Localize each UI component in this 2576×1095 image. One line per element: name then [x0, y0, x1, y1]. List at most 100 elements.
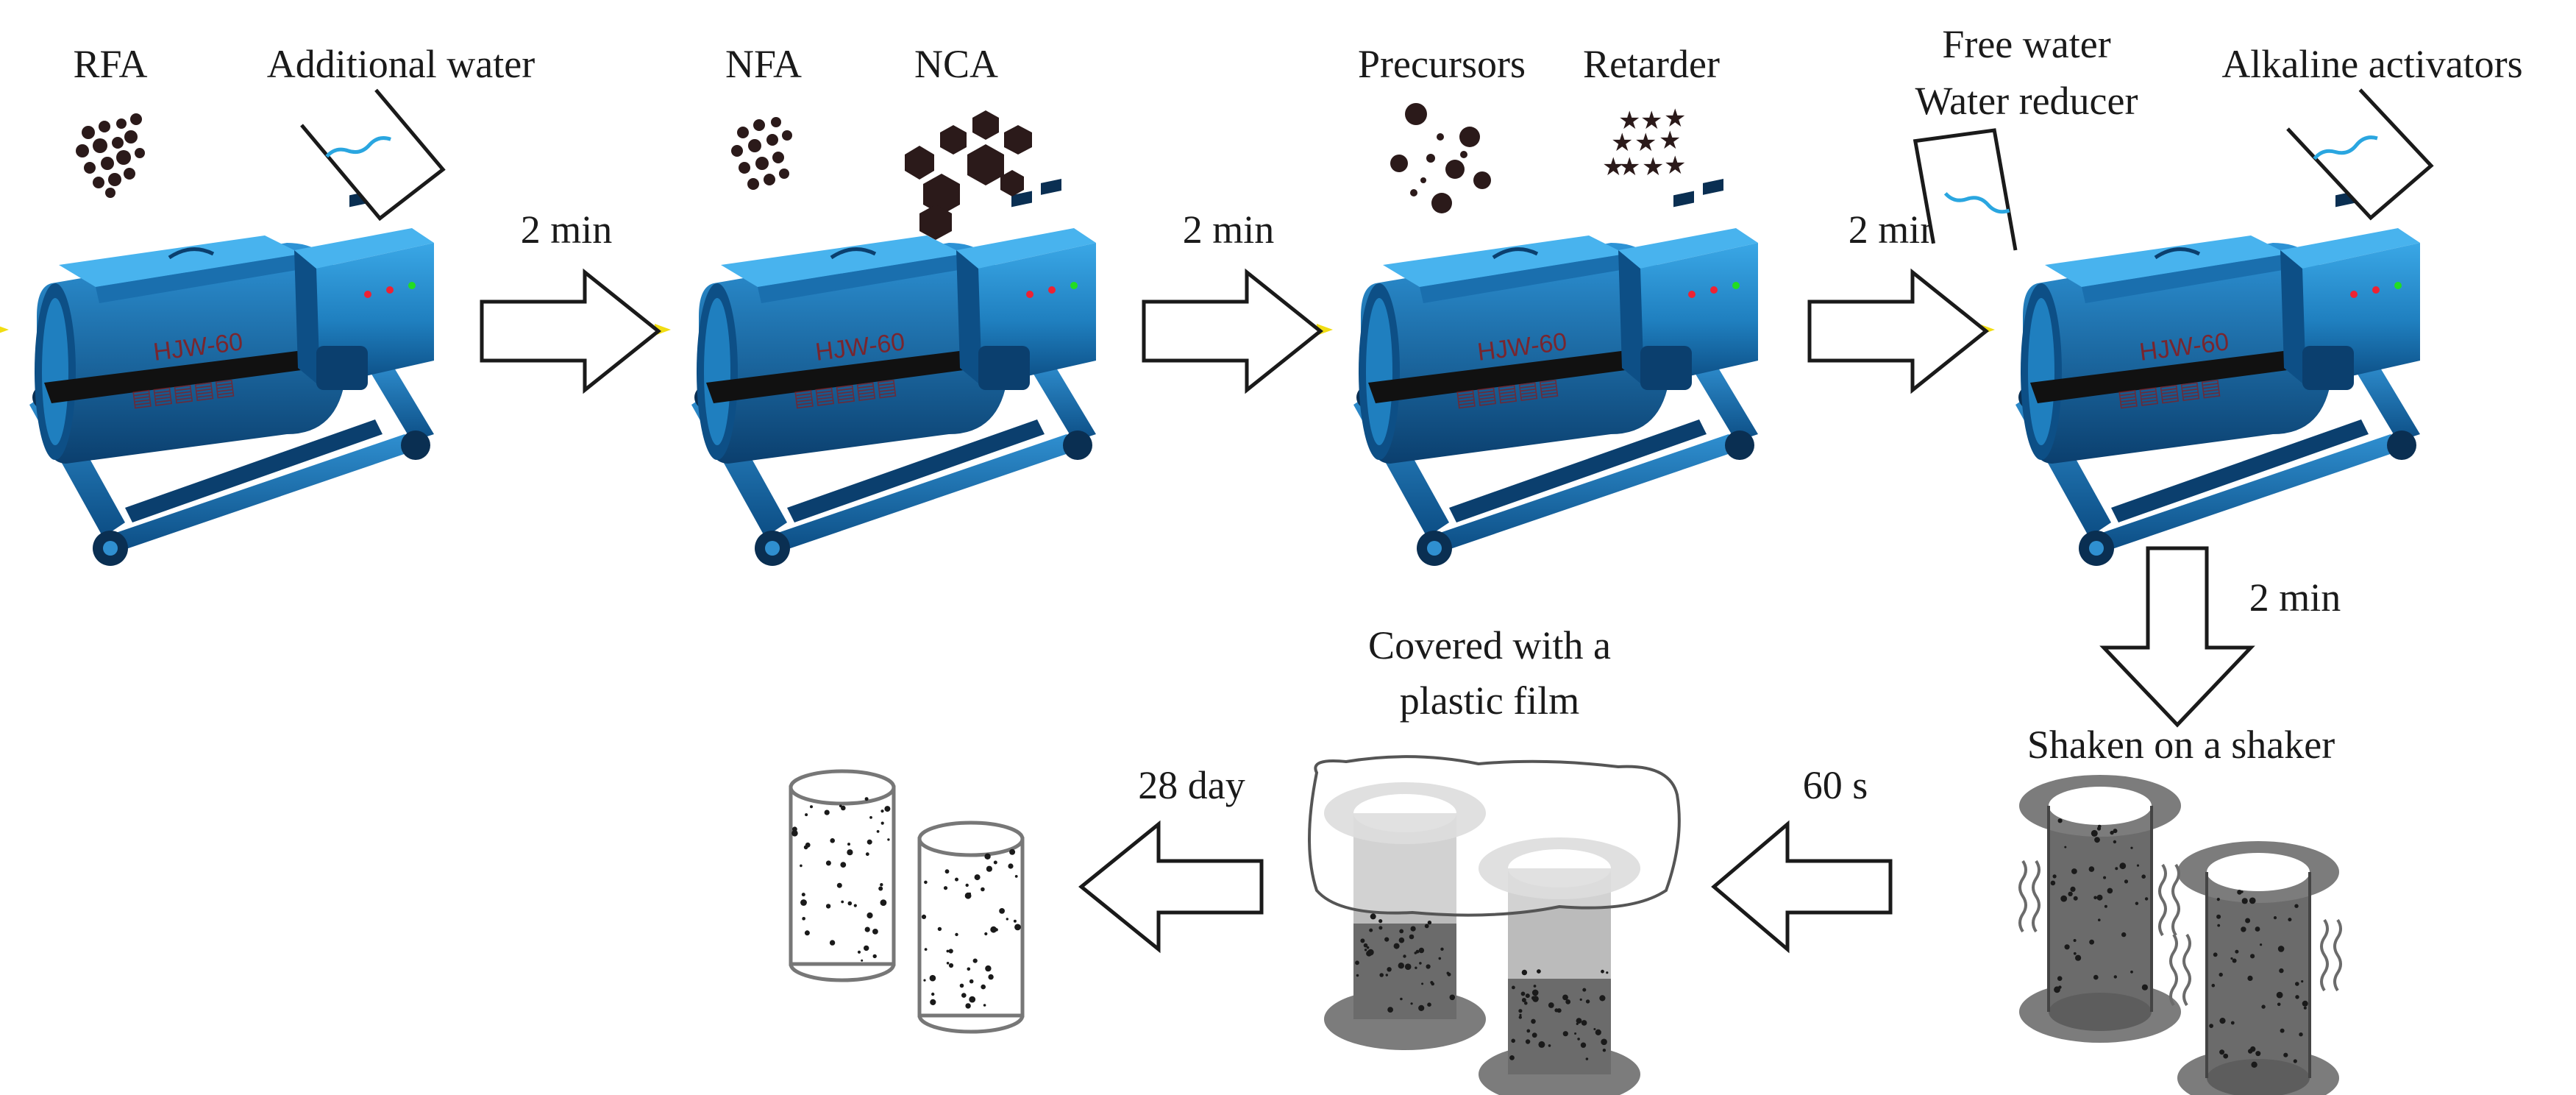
- speckle: [2247, 975, 2253, 981]
- speckle: [2073, 939, 2077, 942]
- speckle: [1370, 913, 1376, 920]
- speckle: [1509, 1055, 1515, 1060]
- label-retarder: Retarder: [1583, 42, 1720, 86]
- speckle: [943, 886, 948, 890]
- speckle: [948, 949, 953, 954]
- speckle: [847, 901, 853, 906]
- speckle: [2219, 1018, 2226, 1024]
- speckle: [984, 853, 991, 860]
- speckle: [2113, 975, 2117, 979]
- arrow-label-1: 2 min: [521, 208, 613, 252]
- speckle: [880, 899, 887, 906]
- speckle: [1419, 962, 1422, 965]
- speckle: [2217, 924, 2221, 927]
- vibration-lines: [2018, 860, 2342, 1007]
- speckle: [974, 874, 981, 881]
- svg-text:★: ★: [1602, 152, 1624, 182]
- speckle: [857, 950, 861, 954]
- speckle: [1601, 969, 1604, 974]
- label-covered-line2: plastic film: [1400, 678, 1579, 723]
- speckle: [825, 860, 831, 866]
- speckle: [2089, 939, 2095, 945]
- speckle: [2094, 837, 2100, 843]
- speckle: [1400, 997, 1403, 1001]
- speckle: [2288, 918, 2292, 922]
- speckle: [1576, 1022, 1579, 1025]
- svg-text:★: ★: [1642, 152, 1664, 182]
- speckle: [2136, 864, 2140, 867]
- speckle: [1421, 982, 1424, 985]
- speckle: [884, 806, 891, 812]
- speckle: [869, 816, 872, 819]
- svg-text:★: ★: [1618, 106, 1640, 135]
- hexagon-aggregate-icon: [905, 110, 1032, 240]
- speckle: [2073, 952, 2077, 955]
- speckle: [2245, 918, 2251, 924]
- speckle: [2121, 932, 2127, 938]
- speckle: [2237, 890, 2242, 895]
- speckle: [986, 865, 992, 872]
- speckle: [864, 945, 869, 952]
- speckle: [1403, 954, 1406, 958]
- speckle: [968, 892, 971, 895]
- speckle: [1398, 963, 1405, 969]
- speckle: [861, 959, 864, 962]
- arrow-label-4: 2 min: [2249, 575, 2341, 620]
- speckle: [1601, 1038, 1607, 1046]
- speckle: [1585, 999, 1590, 1004]
- speckle: [872, 929, 878, 935]
- speckle: [1410, 926, 1416, 932]
- speckle: [1531, 1032, 1537, 1038]
- speckle: [810, 805, 813, 809]
- speckle: [946, 949, 950, 953]
- speckle: [2052, 874, 2057, 879]
- speckle: [969, 996, 976, 1003]
- speckle: [1585, 1057, 1589, 1060]
- speckle: [1399, 929, 1404, 934]
- speckle: [2110, 830, 2114, 835]
- speckle: [1404, 963, 1412, 970]
- aggregate-speckles: [791, 797, 2308, 1069]
- speckle: [2294, 904, 2299, 908]
- speckle: [924, 948, 928, 951]
- speckle: [1427, 921, 1432, 925]
- speckle: [2248, 1049, 2253, 1054]
- label-free-water: Free water: [1942, 22, 2110, 66]
- svg-text:★: ★: [1640, 106, 1662, 135]
- speckle: [867, 912, 873, 919]
- speckle: [2293, 1059, 2297, 1063]
- speckle: [872, 954, 877, 959]
- speckle: [969, 979, 974, 984]
- speckle: [2250, 954, 2255, 959]
- speckle: [1599, 995, 1606, 1002]
- speckle: [2276, 991, 2283, 999]
- arrow-step-2-to-3: [1144, 272, 1320, 390]
- label-water-reducer: Water reducer: [1915, 79, 2138, 123]
- speckle: [993, 860, 997, 865]
- speckle: [1521, 998, 1526, 1002]
- speckle: [1014, 875, 1018, 878]
- speckle: [1384, 937, 1390, 942]
- mold-icon: [2176, 840, 2341, 1095]
- speckle: [1415, 949, 1420, 954]
- label-precursors: Precursors: [1358, 42, 1526, 86]
- speckle: [2070, 886, 2076, 892]
- speckle: [1378, 919, 1383, 924]
- speckle: [2068, 891, 2073, 897]
- speckle: [1426, 964, 1431, 969]
- label-covered-line1: Covered with a: [1368, 623, 1611, 667]
- speckle: [2261, 1004, 2266, 1009]
- speckle: [2295, 995, 2299, 999]
- speckle: [1518, 1016, 1522, 1019]
- speckle: [880, 821, 884, 825]
- speckle: [853, 904, 857, 907]
- beaker-icon: [2283, 76, 2441, 233]
- speckle: [1360, 938, 1365, 943]
- speckle: [1524, 1001, 1528, 1005]
- speckle: [2216, 898, 2220, 901]
- speckle: [2088, 866, 2095, 872]
- speckle: [2060, 895, 2068, 902]
- speckle: [1378, 926, 1383, 930]
- speckle: [805, 842, 811, 848]
- speckle: [967, 967, 971, 971]
